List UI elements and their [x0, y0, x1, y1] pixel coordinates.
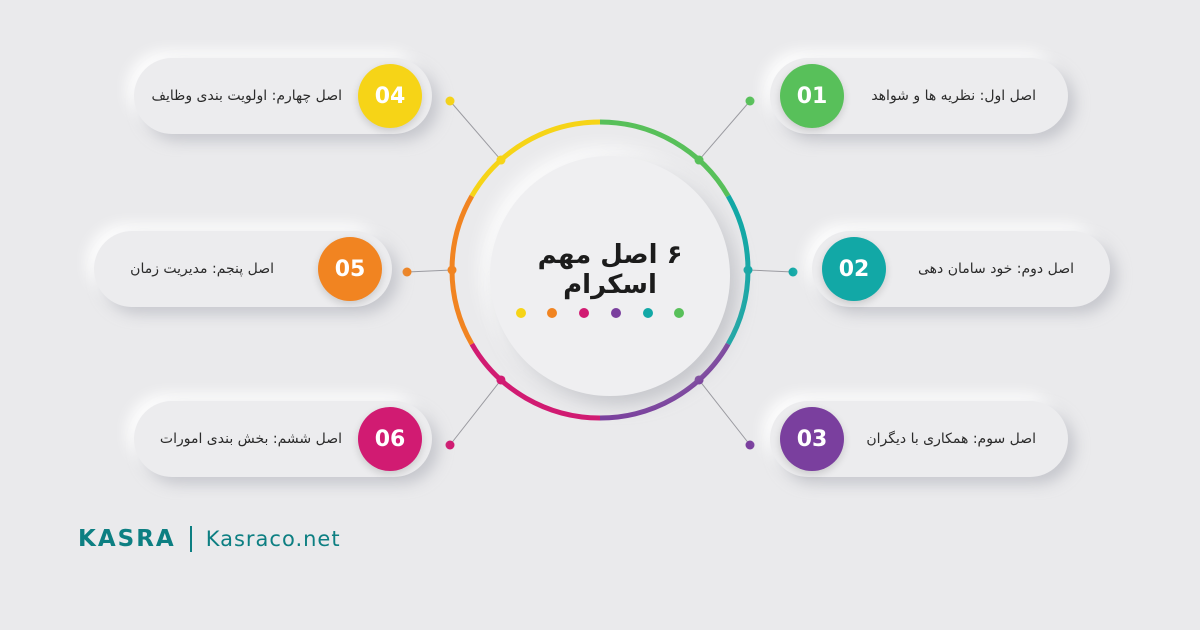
principle-label-06: اصل ششم: بخش بندی امورات — [159, 431, 342, 447]
ring-arc-purple — [599, 342, 731, 421]
connector-end-dot-03 — [745, 440, 755, 450]
principle-card-02: 02 اصل دوم: خود سامان دهی — [812, 231, 1110, 307]
connector-end-dot-04 — [445, 96, 455, 106]
connector-line-04 — [449, 100, 502, 161]
principle-label-03: اصل سوم: همکاری با دیگران — [866, 431, 1036, 447]
principle-card-05: 05 اصل پنجم: مدیریت زمان — [94, 231, 392, 307]
principle-label-05: اصل پنجم: مدیریت زمان — [130, 261, 274, 277]
center-dot-yellow — [516, 308, 526, 318]
principle-card-04: 04 اصل چهارم: اولویت بندی وظایف — [134, 58, 432, 134]
connector-end-dot-05 — [402, 267, 412, 277]
ring-node-02 — [743, 265, 753, 275]
principle-card-03: 03 اصل سوم: همکاری با دیگران — [770, 401, 1068, 477]
brand-website: Kasraco.net — [205, 527, 341, 551]
principle-label-02: اصل دوم: خود سامان دهی — [917, 261, 1074, 277]
connector-line-06 — [449, 379, 502, 446]
center-dot-purple — [611, 308, 621, 318]
ring-node-03 — [694, 375, 704, 385]
principle-number-badge-06: 06 — [358, 407, 422, 471]
ring-node-06 — [496, 375, 506, 385]
connector-line-01 — [698, 100, 751, 161]
center-disc — [490, 156, 730, 396]
connector-line-02 — [747, 269, 794, 273]
center-dot-orange — [547, 308, 557, 318]
brand-wordmark: KASRA — [78, 526, 176, 552]
principle-number-badge-05: 05 — [318, 237, 382, 301]
connector-line-03 — [698, 379, 751, 446]
center-dot-magenta — [579, 308, 589, 318]
connector-line-05 — [406, 269, 453, 273]
connector-end-dot-06 — [445, 440, 455, 450]
principle-label-01: اصل اول: نظریه ها و شواهد — [871, 88, 1036, 104]
center-dot-green — [674, 308, 684, 318]
principle-number-badge-03: 03 — [780, 407, 844, 471]
ring-node-05 — [447, 265, 457, 275]
ring-node-01 — [694, 155, 704, 165]
logo-divider — [189, 526, 192, 552]
principle-label-04: اصل چهارم: اولویت بندی وظایف — [151, 88, 342, 104]
diagram-title: ۶ اصل مهم اسکرام — [537, 240, 683, 300]
brand-logo: KASRA Kasraco.net — [78, 526, 341, 552]
principle-number-badge-02: 02 — [822, 237, 886, 301]
connector-end-dot-02 — [788, 267, 798, 277]
principle-card-06: 06 اصل ششم: بخش بندی امورات — [134, 401, 432, 477]
ring-arc-green — [599, 119, 731, 198]
ring-node-04 — [496, 155, 506, 165]
principle-number-badge-01: 01 — [780, 64, 844, 128]
principle-card-01: 01 اصل اول: نظریه ها و شواهد — [770, 58, 1068, 134]
ring-arc-magenta — [469, 342, 601, 421]
ring-arc-yellow — [469, 119, 601, 198]
center-dot-teal — [643, 308, 653, 318]
principle-number-badge-04: 04 — [358, 64, 422, 128]
connector-end-dot-01 — [745, 96, 755, 106]
